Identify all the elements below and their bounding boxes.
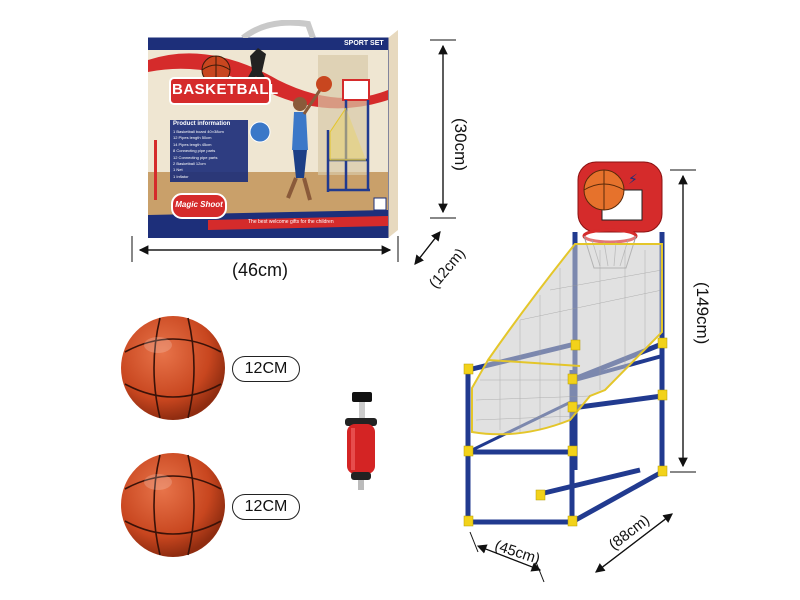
- basketball-2: [121, 453, 225, 557]
- box-info-list: 1 Basketball board 40×38cm 12 Pipes leng…: [173, 129, 247, 180]
- ball-1-size-label: 12CM: [232, 356, 300, 382]
- product-box: BASKETBALL SPORT SET Product information…: [148, 20, 398, 238]
- box-info-line: 12 Connecting pipe parts: [173, 154, 218, 160]
- box-info-line: 1 Basketball board 40×38cm: [173, 129, 224, 134]
- box-info-heading: Product information: [173, 121, 231, 127]
- box-set-label: SPORT SET: [344, 40, 384, 47]
- product-box-art: [148, 20, 398, 238]
- box-info-line: 12 Pipes length 50cm: [173, 135, 212, 141]
- hoop-height-label: (149cm): [693, 282, 712, 345]
- box-info-line: 8 Connecting pipe parts: [173, 148, 216, 154]
- box-info-line: 2 Basketball 12cm: [173, 161, 206, 167]
- ball-2-size-label: 12CM: [232, 494, 300, 520]
- box-brand-title: BASKETBALL: [172, 81, 279, 98]
- box-info-line: 1 Net: [173, 167, 183, 173]
- box-width-label: (46cm): [232, 260, 289, 280]
- box-tagline: The best welcome gifts for the children: [248, 219, 334, 225]
- box-info-line: 14 Pipes length 45cm: [173, 141, 212, 147]
- box-logo-text: Magic Shoot: [175, 200, 223, 209]
- box-info-line: 1 Inflator: [173, 173, 189, 179]
- svg-text:⚡: ⚡: [628, 172, 638, 188]
- basketball-1: [121, 316, 225, 420]
